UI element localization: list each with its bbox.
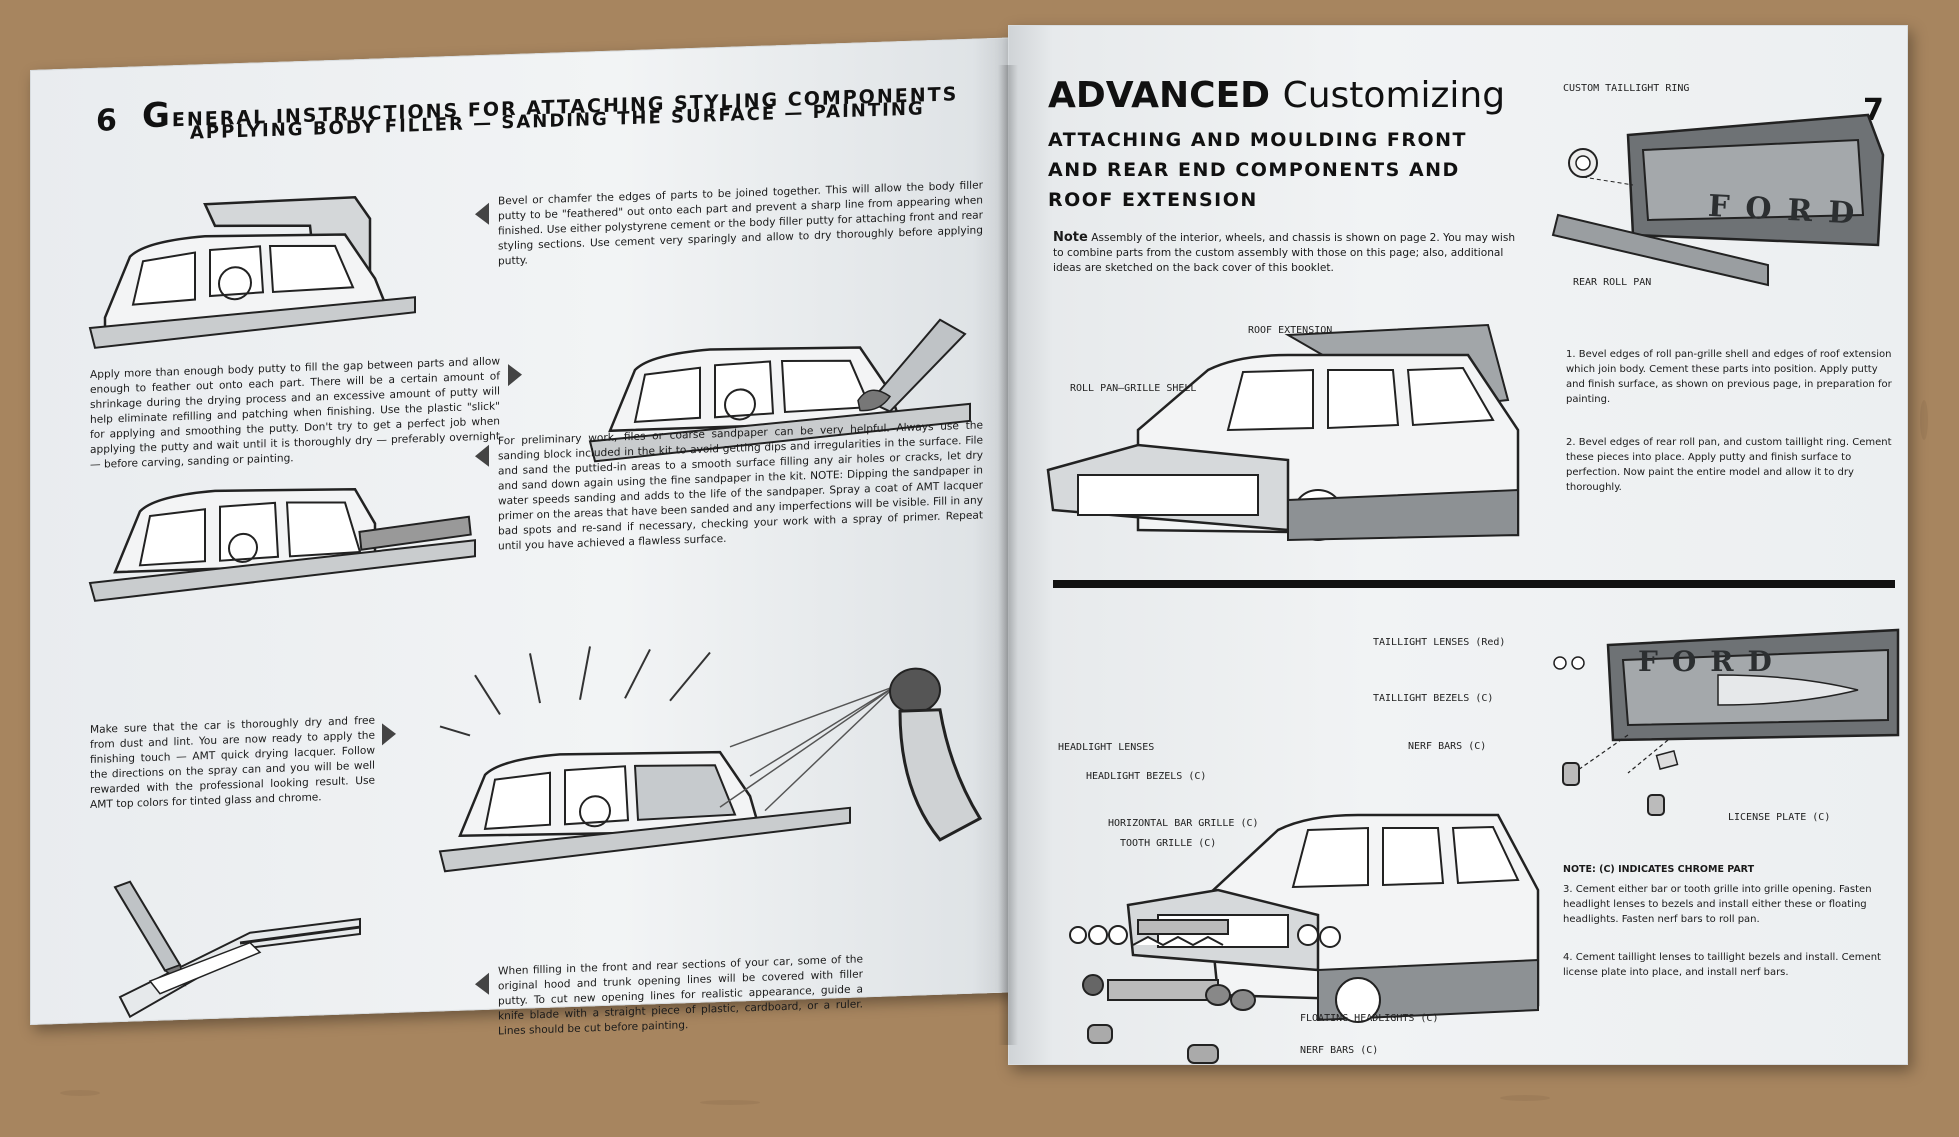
page-number: 6 [96,103,117,139]
section-divider [1053,580,1895,588]
cardboard-fleck [700,1100,760,1105]
label-taillight-lenses: TAILLIGHT LENSES (Red) [1373,637,1506,648]
pointer-arrow [475,202,489,226]
note-label: Note [1053,230,1088,245]
label-taillight-bezels: TAILLIGHT BEZELS (C) [1373,693,1494,704]
license-and-nerf-parts [1647,749,1679,816]
label-headlight-lenses: HEADLIGHT LENSES [1058,742,1155,753]
booklet-spread: 6 GENERAL INSTRUCTIONS FOR ATTACHING STY… [30,25,1910,1065]
note-block: Note Assembly of the interior, wheels, a… [1053,230,1523,276]
step-bevel-text: Bevel or chamfer the edges of parts to b… [498,179,983,268]
car-painting-illustration [438,646,983,873]
cardboard-fleck [60,1090,100,1096]
label-custom-taillight-ring: CUSTOM TAILLIGHT RING [1563,83,1690,94]
step-4-text: 4. Cement taillight lenses to taillight … [1563,952,1881,978]
subhead-line1: ATTACHING AND MOULDING FRONT [1048,129,1468,151]
small-rear-parts [1553,656,1585,786]
pointer-arrow [382,722,396,746]
title-rest: Customizing [1282,75,1506,116]
cardboard-fleck [1500,1095,1550,1101]
subhead-line3: ROOF EXTENSION [1048,189,1258,211]
label-nerf-bars-front: NERF BARS (C) [1300,1045,1379,1056]
headline-initial: G [142,95,172,137]
label-roll-pan-grille-shell: ROLL PAN—GRILLE SHELL [1070,383,1197,394]
label-tooth-grille: TOOTH GRILLE (C) [1120,838,1217,849]
label-floating-headlights: FLOATING HEADLIGHTS (C) [1300,1013,1439,1024]
cardboard-fleck [1920,400,1928,440]
car-bevel-illustration [88,195,416,349]
label-headlight-bezels: HEADLIGHT BEZELS (C) [1086,771,1207,782]
right-page: ADVANCED Customizing 7 ATTACHING AND MOU… [1008,25,1908,1065]
rear-tailgate-brand: FORD [1638,645,1786,678]
pointer-arrow [508,363,522,387]
label-rear-roll-pan: REAR ROLL PAN [1573,277,1652,288]
step-3-text: 3. Cement either bar or tooth grille int… [1563,884,1872,925]
step-paint-text: Make sure that the car is thoroughly dry… [90,714,375,812]
car-sanding-illustration [88,487,476,602]
label-license-plate: LICENSE PLATE (C) [1728,812,1831,823]
pointer-arrow [475,972,489,996]
step-knife-text: When filling in the front and rear secti… [498,953,863,1038]
label-horizontal-bar-grille: HORIZONTAL BAR GRILLE (C) [1108,818,1259,829]
step-1-text: 1. Bevel edges of roll pan-grille shell … [1566,349,1892,405]
rear-parts-illustration [1577,628,1900,774]
truck-roof-extension-illustration [1046,323,1520,542]
subhead-line2: AND REAR END COMPONENTS AND [1048,159,1460,181]
car-putty-illustration [588,318,971,463]
left-page: 6 GENERAL INSTRUCTIONS FOR ATTACHING STY… [30,37,1012,1037]
step-sanding-text: For preliminary work, files or coarse sa… [498,419,983,553]
tailgate-illustration [1551,113,1885,287]
truck-grille-illustration [1069,813,1540,1064]
section-subhead: ATTACHING AND MOULDING FRONT AND REAR EN… [1048,125,1467,215]
center-fold [998,65,1018,1045]
label-nerf-bars-rear: NERF BARS (C) [1408,741,1487,752]
knife-cutting-illustration [113,880,361,1019]
label-roof-extension: ROOF EXTENSION [1248,325,1333,336]
step-putty-text: Apply more than enough body putty to fil… [90,355,500,472]
chrome-note: NOTE: (C) INDICATES CHROME PART [1563,864,1755,875]
title-bold: ADVANCED [1048,75,1271,116]
step-2-text: 2. Bevel edges of rear roll pan, and cus… [1566,437,1892,493]
note-text: Assembly of the interior, wheels, and ch… [1053,232,1516,274]
page-title: ADVANCED Customizing [1048,75,1505,116]
